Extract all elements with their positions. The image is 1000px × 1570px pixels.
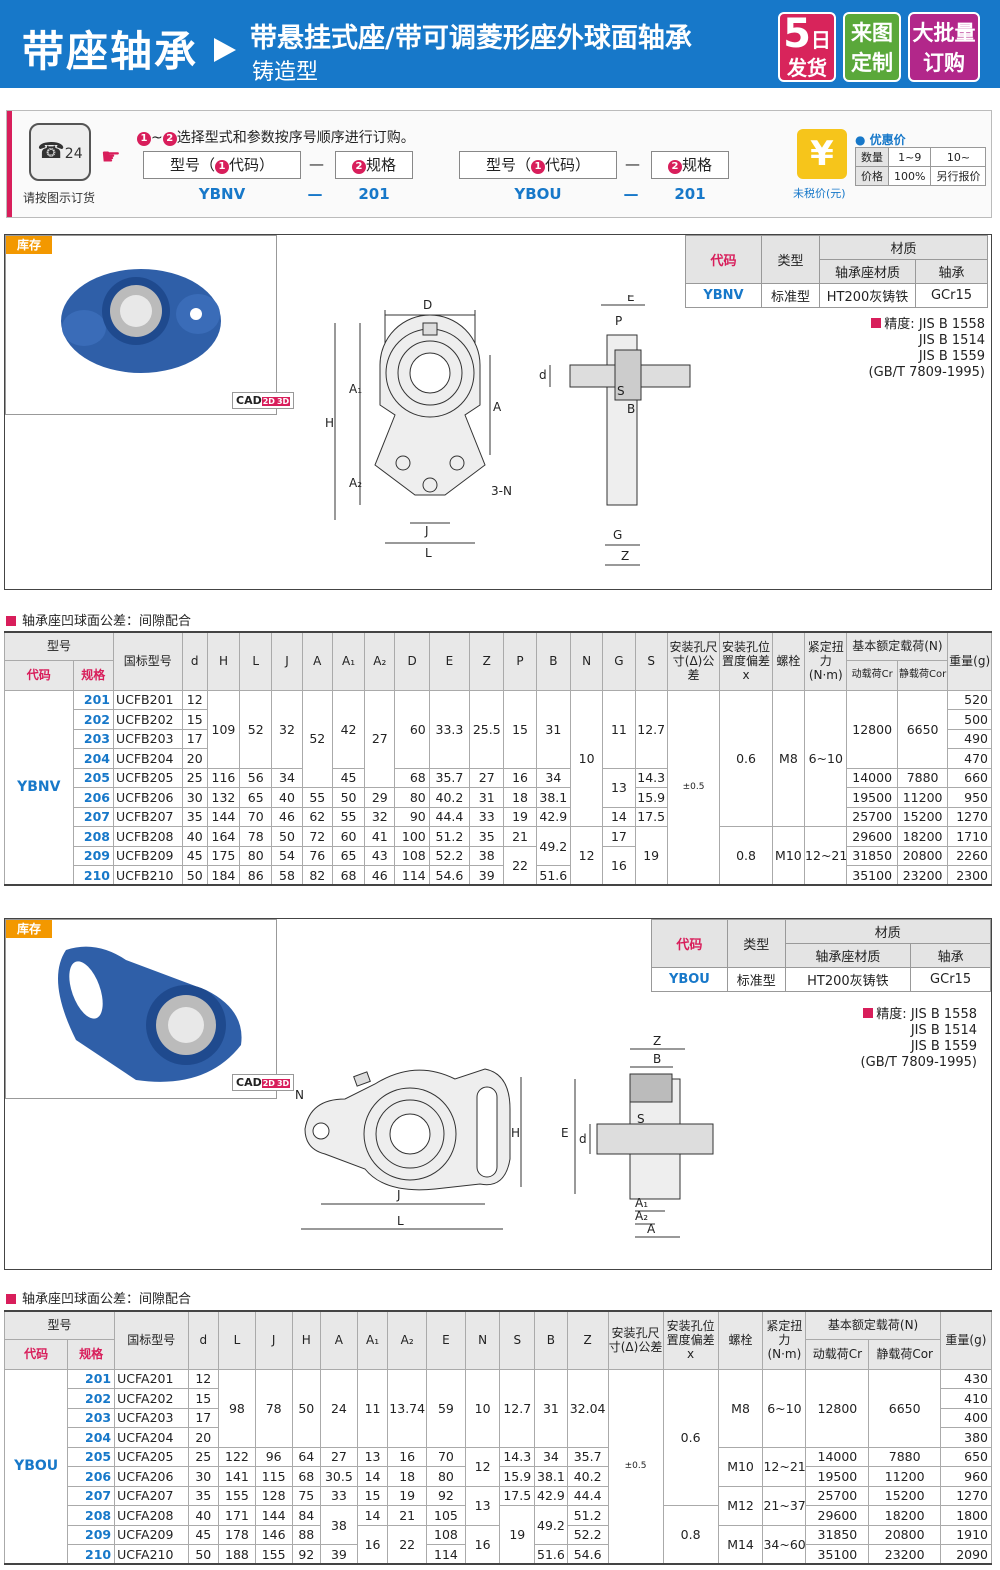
svg-text:J: J bbox=[396, 1188, 401, 1202]
precision-note: 精度: JIS B 1558 JIS B 1514 JIS B 1559 (GB… bbox=[868, 317, 985, 380]
yen-icon: ¥ bbox=[797, 129, 847, 179]
ybou-technical-drawing: N H J L Z B S E d A₁ A₂ A bbox=[295, 1034, 714, 1238]
svg-text:d: d bbox=[579, 1132, 587, 1146]
badge-bulk-order: 大批量订购 bbox=[908, 12, 980, 82]
page-title: 带座轴承 bbox=[22, 27, 199, 76]
material-table-2: 代码 类型 材质 轴承座材质 轴承 YBOU 标准型 HT200灰铸铁 GCr1… bbox=[651, 919, 992, 992]
svg-text:E: E bbox=[561, 1126, 569, 1140]
svg-text:L: L bbox=[397, 1214, 404, 1228]
svg-text:H: H bbox=[511, 1126, 520, 1140]
page-subtitle-2: 铸造型 bbox=[252, 60, 319, 85]
svg-text:P: P bbox=[615, 314, 622, 328]
svg-text:E: E bbox=[627, 295, 635, 304]
section-title-2: 轴承座凹球面公差：间隙配合 bbox=[6, 1288, 191, 1307]
header-banner: 带座轴承 带悬挂式座/带可调菱形座外球面轴承 铸造型 5日发货 来图定制 大批量… bbox=[0, 0, 1000, 88]
svg-text:Z: Z bbox=[653, 1034, 661, 1048]
precision-note-2: 精度: JIS B 1558 JIS B 1514 JIS B 1559 (GB… bbox=[860, 1007, 977, 1070]
pointing-hand-icon: ☛ bbox=[101, 145, 121, 170]
spec-table-ybou: 型号 国标型号 d L J H A A₁ A₂ E N S B Z 安装孔尺寸(… bbox=[3, 1310, 993, 1565]
svg-text:H: H bbox=[325, 416, 334, 430]
arrow-right-icon bbox=[214, 38, 236, 62]
svg-text:N: N bbox=[295, 1088, 304, 1102]
svg-text:D: D bbox=[423, 298, 432, 312]
badge-5-day-delivery: 5日发货 bbox=[778, 12, 836, 82]
ybnv-technical-drawing: D H A₁ A₂ A 3-N J L E P S B d G Z bbox=[325, 295, 691, 566]
svg-text:B: B bbox=[653, 1052, 661, 1066]
svg-text:G: G bbox=[613, 528, 622, 542]
svg-text:S: S bbox=[637, 1112, 645, 1126]
badge-custom: 来图定制 bbox=[843, 12, 901, 82]
stock-badge-2: 库存 bbox=[6, 920, 52, 938]
svg-text:d: d bbox=[539, 368, 547, 382]
svg-text:A₁: A₁ bbox=[635, 1196, 648, 1210]
adjustable-flange-bearing-image bbox=[58, 946, 242, 1082]
flange-bearing-image bbox=[61, 269, 221, 373]
page-subtitle: 带悬挂式座/带可调菱形座外球面轴承 bbox=[250, 23, 692, 54]
material-table: 代码 类型 材质 轴承座材质 轴承 YBNV 标准型 HT200灰铸铁 GCr1… bbox=[685, 235, 988, 308]
spec-table-ybnv: 型号 国标型号 d H L J A A₁ A₂ D E Z P B N G S … bbox=[4, 631, 992, 886]
svg-text:A₂: A₂ bbox=[635, 1209, 648, 1223]
svg-text:Z: Z bbox=[621, 549, 629, 563]
svg-text:3-N: 3-N bbox=[491, 484, 512, 498]
order-caption: 请按图示订货 bbox=[23, 191, 96, 205]
svg-text:S: S bbox=[617, 384, 625, 398]
svg-text:B: B bbox=[627, 402, 635, 416]
svg-text:L: L bbox=[425, 546, 432, 560]
svg-text:A: A bbox=[647, 1222, 656, 1236]
phone-24h-icon: ☎24 bbox=[29, 123, 91, 181]
svg-text:A₁: A₁ bbox=[349, 382, 362, 396]
stock-badge: 库存 bbox=[6, 236, 52, 254]
section-title-1: 轴承座凹球面公差：间隙配合 bbox=[6, 610, 191, 629]
svg-text:A: A bbox=[493, 400, 502, 414]
svg-text:A₂: A₂ bbox=[349, 476, 362, 490]
svg-text:J: J bbox=[424, 524, 429, 538]
